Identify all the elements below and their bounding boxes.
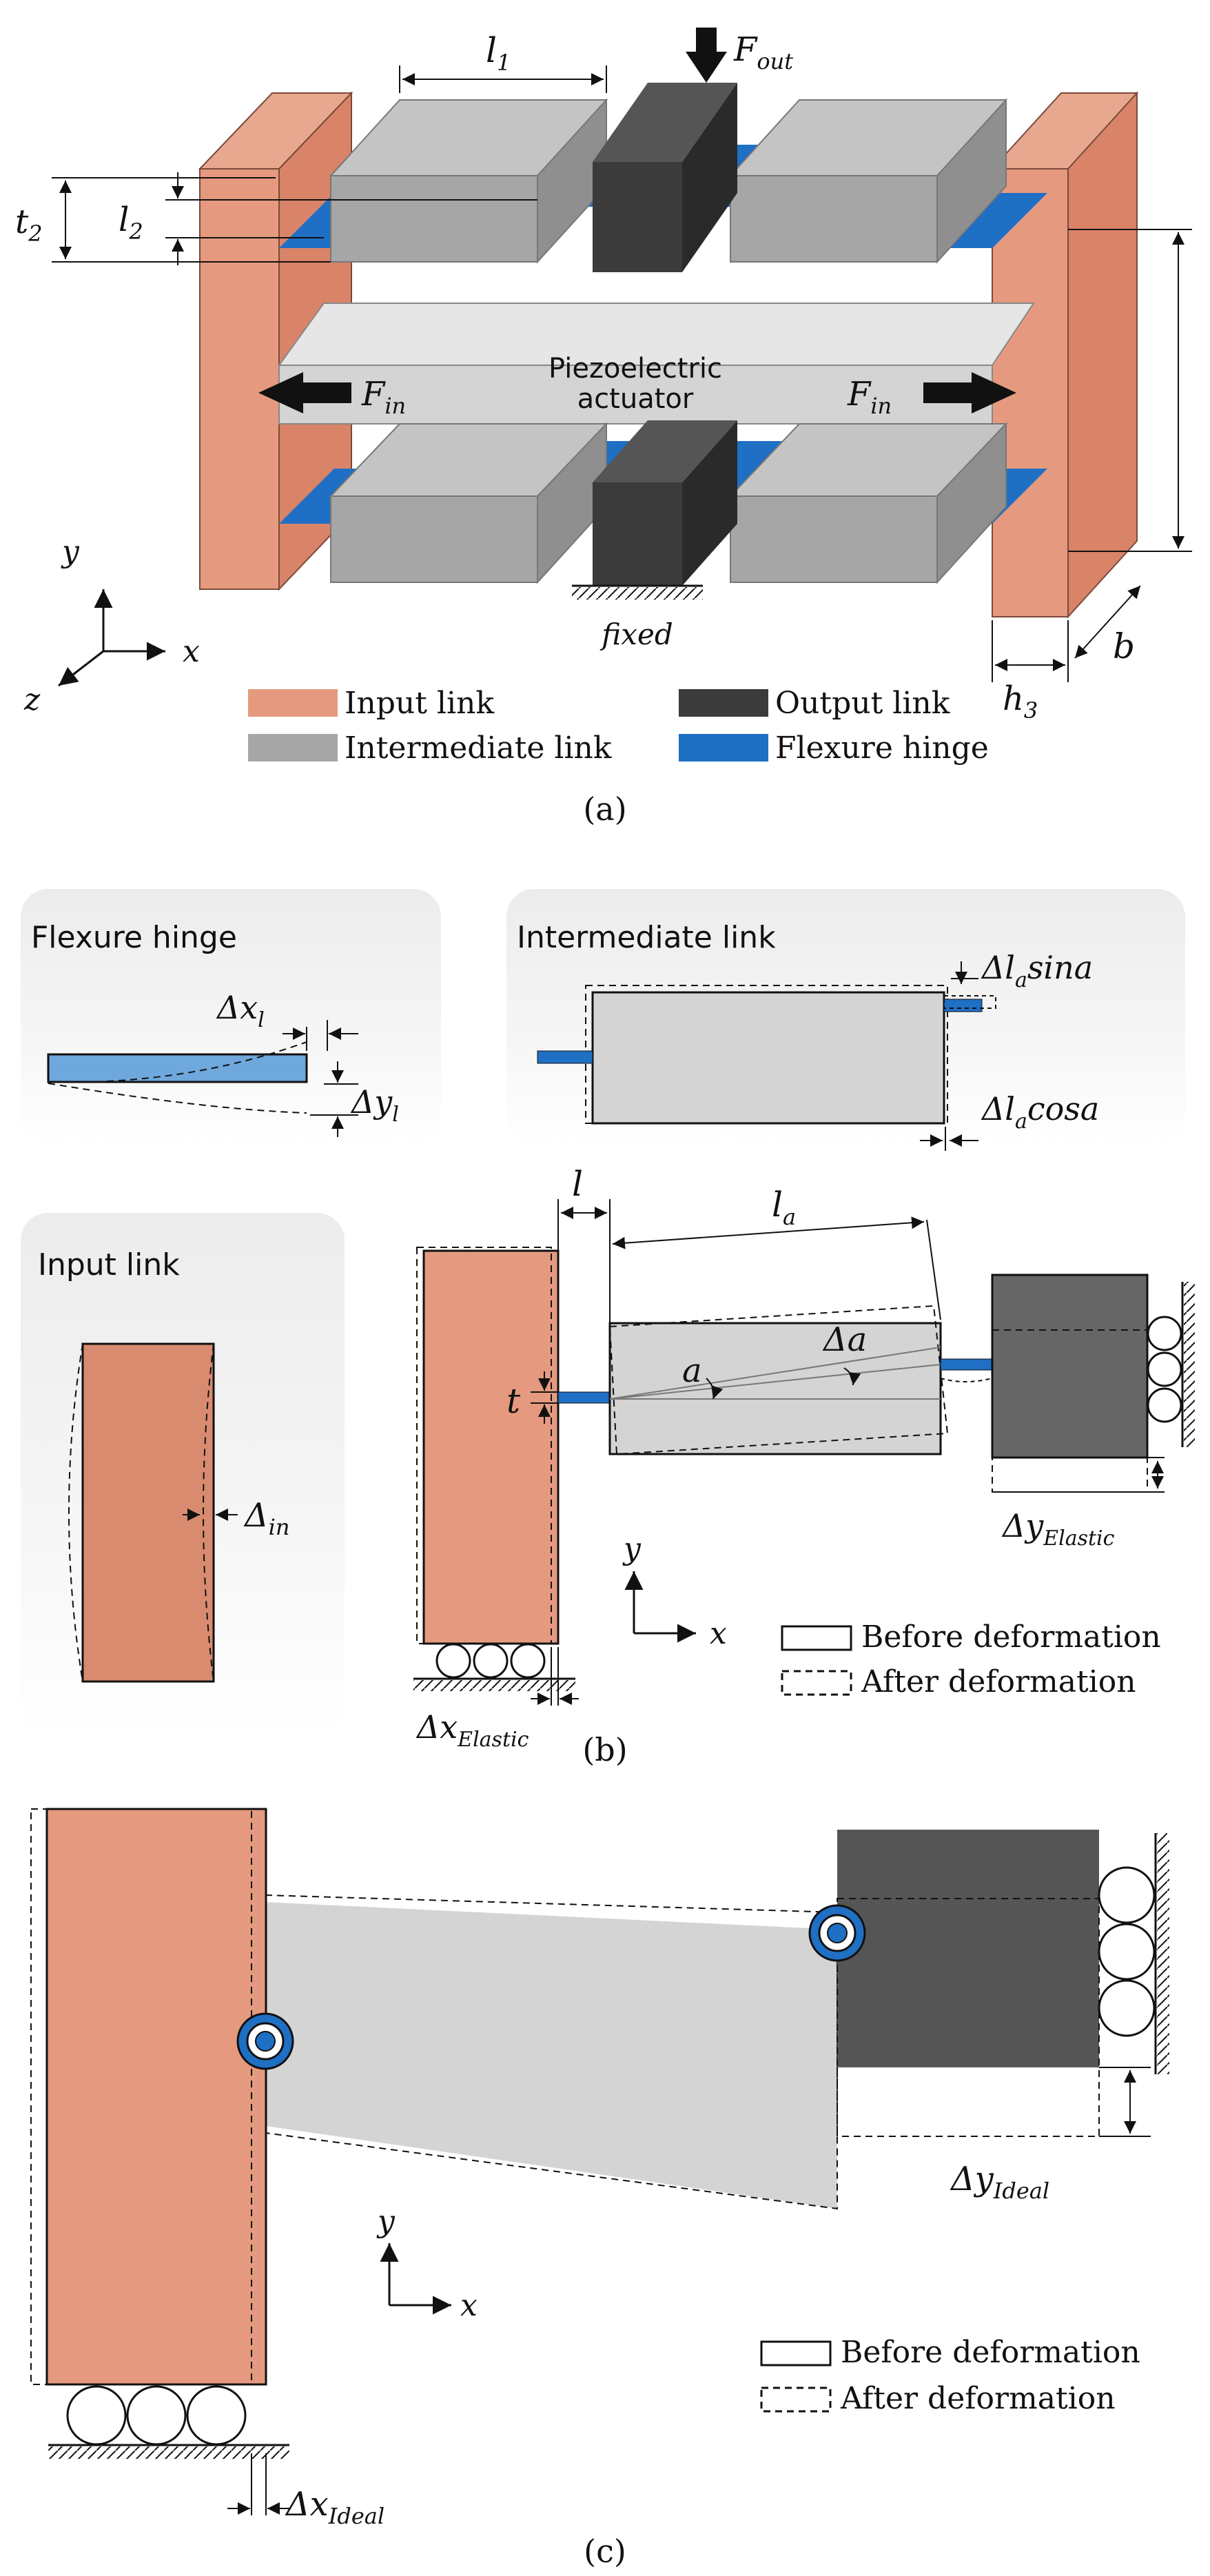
actuator-label-line2: actuator (577, 383, 694, 415)
axis-y-b: y (622, 1531, 642, 1566)
intermediate-card-title: Intermediate link (517, 920, 776, 955)
angle-a-label: a (682, 1351, 702, 1390)
panel-a: Piezoelectric actuator fixed (15, 28, 1192, 828)
legend-c-after-label: After deformation (840, 2381, 1116, 2416)
pin-joint-left (236, 2012, 294, 2070)
intermediate-link-block-b (591, 991, 945, 1125)
caption-b: (b) (582, 1731, 627, 1768)
legend-a: Input link Output link Intermediate link… (248, 686, 989, 766)
fixed-block (572, 420, 737, 600)
actuator-label-line1: Piezoelectric (548, 353, 722, 385)
legend-swatch-input-link (248, 689, 338, 717)
axis-z-a: z (23, 682, 41, 717)
legend-b-after-swatch (781, 1670, 852, 1696)
dim-h3: h3 (1003, 679, 1038, 724)
legend-b-after-label: After deformation (861, 1664, 1136, 1699)
dx-elastic-label: ΔxElastic (416, 1708, 529, 1752)
intermediate-link-c (265, 1902, 837, 2209)
input-link-mech-b (422, 1249, 560, 1645)
legend-label-input-link: Input link (345, 686, 494, 721)
f-in-left-arrow (258, 372, 351, 413)
inter-cos-label: Δlacosa (981, 1090, 1099, 1134)
flexure-card-title: Flexure hinge (31, 920, 237, 955)
axis-triad-a (58, 589, 165, 687)
legend-c-before-swatch (760, 2340, 832, 2367)
axis-x-b: x (710, 1616, 727, 1651)
intermediate-links-bottom (329, 422, 1008, 584)
rollers-c (48, 2385, 289, 2459)
f-in-left-label: Fin (361, 375, 406, 419)
flexure-dx-label: Δxl (216, 989, 265, 1032)
pin-joint-right (808, 1904, 866, 1962)
legend-swatch-flexure-hinge (679, 734, 768, 761)
output-link-mech-b (991, 1274, 1149, 1459)
dy-elastic-label: ΔyElastic (1001, 1507, 1115, 1551)
axis-y-c: y (376, 2204, 396, 2239)
axis-triad-c (380, 2243, 451, 2315)
input-delta-label: Δin (243, 1496, 290, 1540)
input-card-title: Input link (38, 1247, 180, 1282)
angle-da-label: Δa (822, 1320, 867, 1359)
input-link-c (45, 1808, 267, 2386)
dim-l2: l2 (119, 201, 143, 245)
dim-la-b: la (772, 1185, 796, 1230)
legend-label-flexure-hinge: Flexure hinge (775, 730, 989, 766)
f-out-label: Fout (733, 30, 793, 74)
legend-swatch-intermediate-link (248, 734, 338, 761)
dim-l1: l1 (486, 30, 511, 76)
axis-x-a: x (183, 634, 200, 669)
axis-x-c: x (460, 2288, 478, 2323)
rollers-b (413, 1643, 575, 1691)
wall-rollers-b (1147, 1282, 1195, 1447)
dy-ideal-label: ΔyIdeal (950, 2160, 1049, 2204)
panel-b: Flexure hinge Δxl Δyl Intermediate link … (21, 889, 1195, 1768)
legend-c-after-swatch (760, 2386, 832, 2413)
legend-b-before-swatch (781, 1625, 852, 1651)
output-link (593, 83, 737, 272)
piezoelectric-actuator (278, 303, 1035, 425)
output-link-c (837, 1830, 1099, 2067)
fixed-label: fixed (599, 617, 673, 651)
legend-label-output-link: Output link (775, 686, 950, 721)
legend-label-intermediate-link: Intermediate link (345, 730, 612, 766)
f-in-right-label: Fin (847, 375, 892, 419)
caption-a: (a) (583, 790, 626, 828)
f-out-arrow (686, 28, 727, 83)
legend-c-before-label: Before deformation (841, 2335, 1140, 2370)
panel-c: ΔyIdeal ΔxIdeal y x Before deformation A… (30, 1808, 1169, 2570)
legend-swatch-output-link (679, 689, 768, 717)
legend-b-before-label: Before deformation (861, 1619, 1161, 1655)
axis-triad-b (624, 1571, 696, 1643)
input-link-right (990, 91, 1139, 619)
dx-ideal-label: ΔxIdeal (285, 2485, 384, 2529)
caption-c: (c) (584, 2533, 626, 2570)
dim-t2: t2 (15, 203, 43, 247)
input-link-block-b (81, 1342, 215, 1683)
intermediate-links-top (329, 98, 1008, 264)
f-in-right-arrow (923, 372, 1016, 413)
dim-t-b: t (506, 1381, 521, 1421)
dim-l-b: l (572, 1164, 583, 1204)
dim-b: b (1113, 626, 1135, 666)
inter-sin-label: Δlasina (981, 949, 1093, 992)
wall-rollers-c (1098, 1833, 1169, 2074)
axis-y-a: y (61, 534, 80, 569)
flexure-hinge-bar (47, 1053, 308, 1083)
flexure-dy-label: Δyl (350, 1083, 399, 1127)
intermediate-link-mech-b (608, 1322, 942, 1455)
